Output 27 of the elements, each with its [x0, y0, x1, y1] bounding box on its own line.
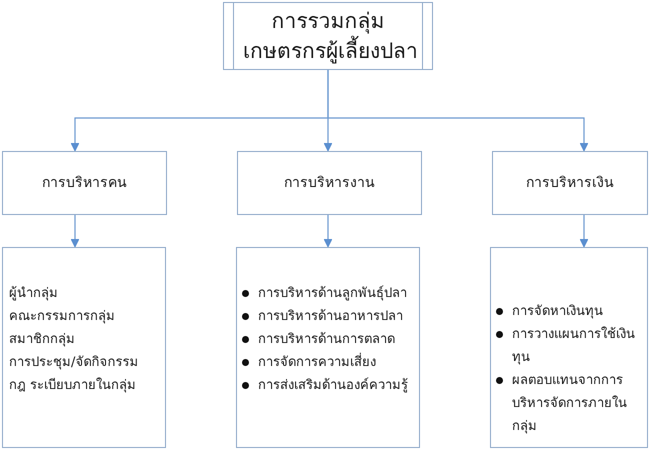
list-item: คณะกรรมการกลุ่ม	[9, 308, 115, 326]
list-item: การวางแผนการใช้เงินทุน	[512, 326, 636, 367]
category-box	[237, 151, 422, 215]
list-box	[490, 247, 648, 448]
list-item: การประชุม/จัดกิจกรรม	[9, 354, 138, 372]
connector-arrow	[70, 215, 80, 248]
list-item: การบริหารด้านการตลาด	[258, 331, 395, 349]
list-item: สมาชิกกลุ่ม	[9, 331, 75, 349]
list-box	[2, 247, 166, 448]
list-item: การส่งเสริมด้านองค์ความรู้	[258, 376, 408, 395]
list-item: ผลตอบแทนจากการบริหารจัดการภายในกลุ่ม	[512, 372, 628, 436]
list-item: ผู้นำกลุ่ม	[9, 285, 58, 303]
category-label: การบริหารเงิน	[526, 174, 614, 192]
category-box	[492, 151, 648, 215]
connector-arrow	[324, 215, 332, 248]
list-box	[236, 247, 420, 448]
list-item: การบริหารด้านลูกพันธุ์ปลา	[258, 284, 407, 303]
title-box	[223, 2, 433, 70]
connector-arrow	[580, 215, 588, 248]
list-item: การจัดการความเสี่ยง	[258, 351, 376, 374]
connector-arrow	[327, 70, 588, 152]
list-item: การจัดหาเงินทุน	[512, 303, 603, 321]
list-item: กฎ ระเบียบภายในกลุ่ม	[9, 376, 136, 395]
category-label: การบริหารคน	[42, 174, 127, 192]
list-item: การบริหารด้านอาหารปลา	[258, 308, 403, 326]
category-label: การบริหารงาน	[284, 174, 375, 192]
category-box	[2, 151, 167, 215]
